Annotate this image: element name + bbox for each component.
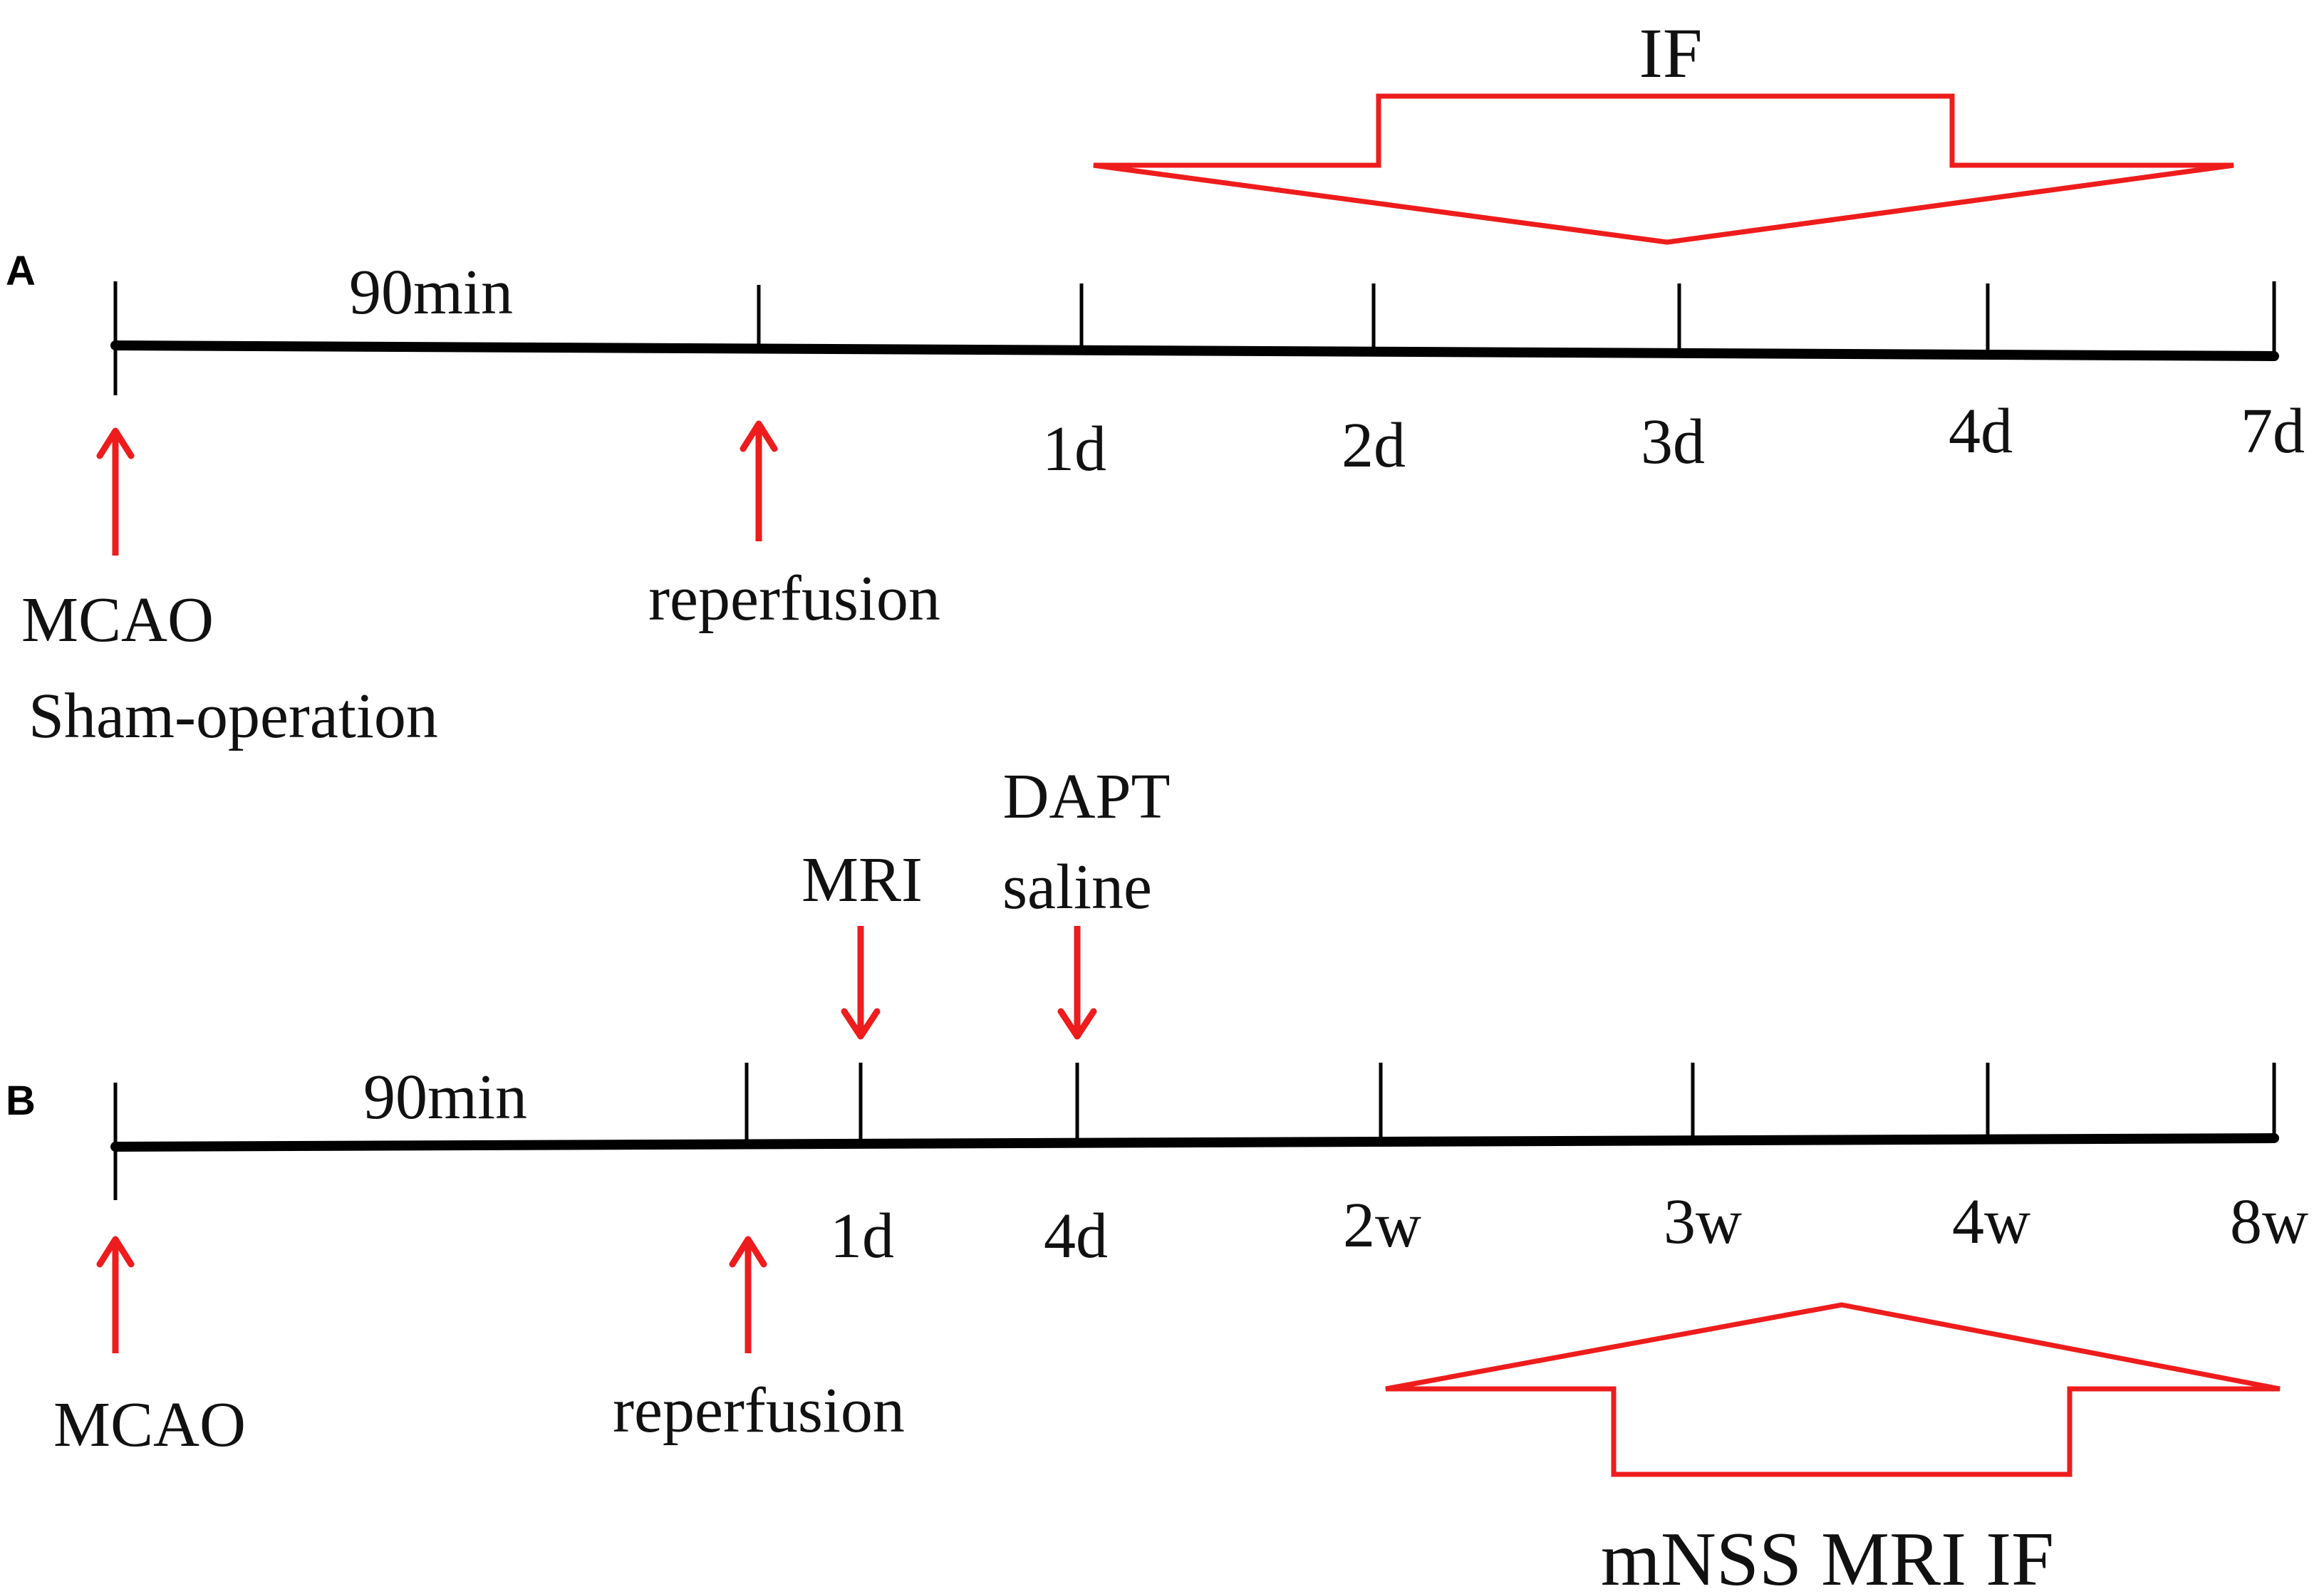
panel-b-duration-label: 90min [363, 1062, 527, 1132]
panel-a-reperfusion-label: reperfusion [648, 563, 940, 634]
panel-b-time-axis [110, 1133, 2279, 1152]
panel-b-mnss-up-arrow [1385, 1302, 2281, 1477]
panel-a-mcao-label: MCAO [21, 585, 214, 655]
panel-a-sham-operation-label: Sham-operation [28, 681, 438, 751]
panel-b-tick-label-1d: 1d [830, 1201, 894, 1271]
panel-a-if-down-arrow-body [1093, 93, 2234, 245]
panel-b-tick-label-4w: 4w [1952, 1187, 2030, 1257]
panel-a-if-label: IF [1639, 14, 1703, 93]
panel-b-tick-label-4d: 4d [1044, 1201, 1108, 1271]
panel-b-reperfusion-label: reperfusion [613, 1375, 905, 1446]
panel-b-mri-label: MRI [802, 845, 923, 915]
panel-b-dapt-down-arrow [1057, 926, 1097, 1040]
panel-a-tick-label-3d: 3d [1641, 407, 1705, 477]
panel-b-tick-label-2w: 2w [1343, 1190, 1421, 1261]
panel-a-tick-label-7d: 7d [2241, 396, 2305, 467]
panel-a-time-axis [110, 340, 2279, 361]
panel-b-mri-down-arrow [841, 926, 881, 1040]
panel-a-tick-label-4d: 4d [1949, 396, 2013, 467]
panel-a-tick-label-1d: 1d [1042, 414, 1106, 484]
panel-b-mnss-mri-if-label: mNSS MRI IF [1601, 1517, 2054, 1594]
panel-a: A IF 90min 1d 2d 3d 4d 7d MCAO Sham-oper… [6, 14, 2305, 751]
panel-b: B 90min 1d 4d 2w 3w 4w 8w MRI DAPT salin… [6, 761, 2308, 1594]
panel-a-label: A [6, 248, 36, 294]
panel-b-label: B [6, 1078, 36, 1124]
panel-a-reperfusion-up-arrow [740, 420, 778, 541]
panel-b-mcao-up-arrow [96, 1236, 135, 1353]
panel-a-tick-label-2d: 2d [1342, 410, 1406, 481]
panel-b-mcao-label: MCAO [53, 1390, 246, 1460]
panel-b-dapt-label: DAPT [1002, 761, 1170, 832]
panel-b-reperfusion-up-arrow [729, 1236, 767, 1353]
panel-a-mcao-up-arrow [96, 427, 135, 556]
panel-a-duration-label: 90min [349, 257, 513, 328]
panel-b-tick-label-8w: 8w [2230, 1187, 2308, 1257]
panel-b-tick-label-3w: 3w [1664, 1187, 1742, 1257]
panel-b-saline-label: saline [1002, 852, 1152, 922]
